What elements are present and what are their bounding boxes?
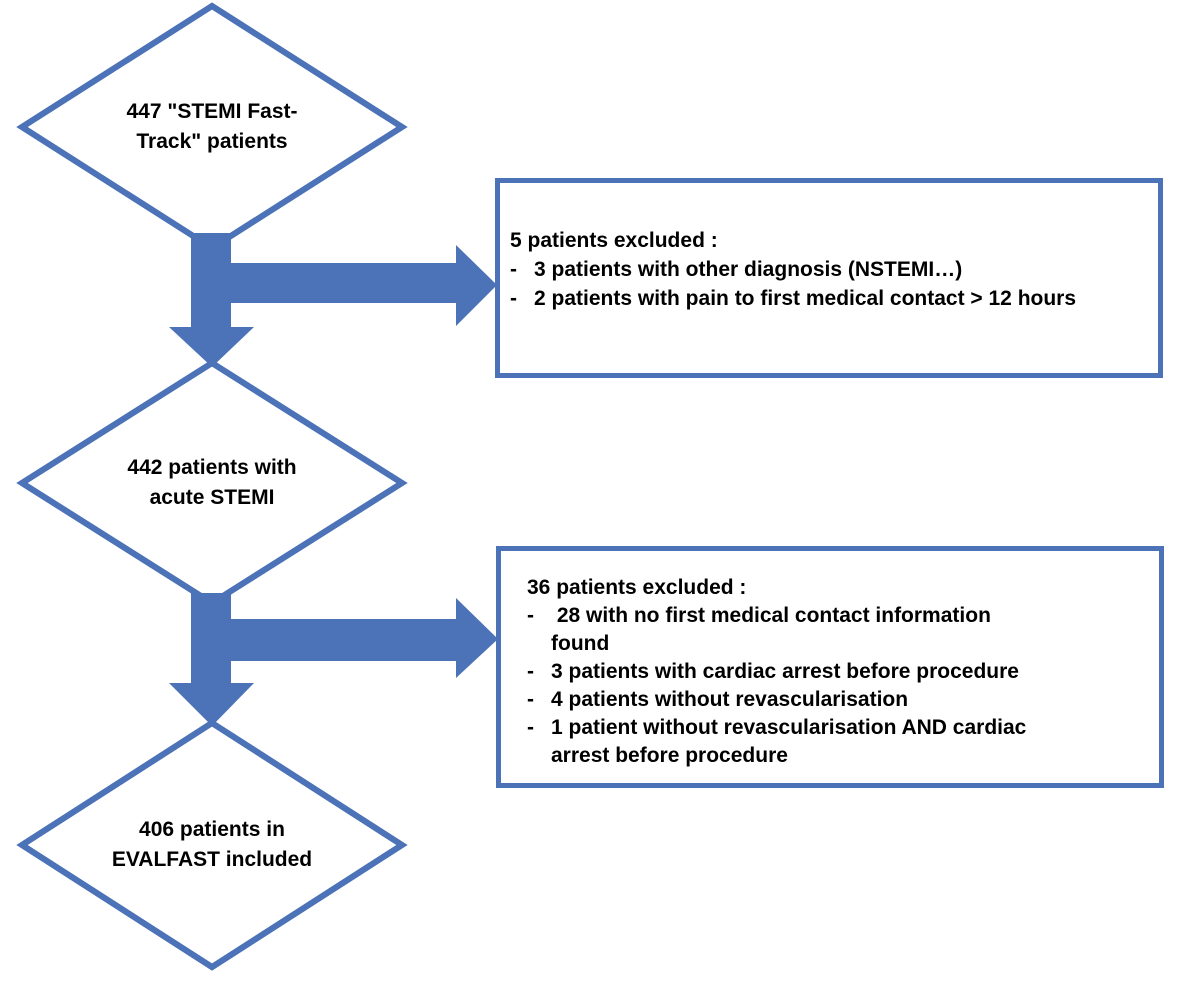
dash-bullet: - bbox=[510, 258, 517, 281]
exclusion-box-1-title: 5 patients excluded : bbox=[510, 229, 718, 252]
down-arrow-1 bbox=[169, 233, 254, 367]
diamond-3-outline bbox=[16, 719, 408, 971]
dash-bullet: - bbox=[527, 604, 534, 627]
exclusion-box-2: 36 patients excluded : - 28 with no firs… bbox=[496, 546, 1164, 788]
exclusion-item-text: 28 with no first medical contact informa… bbox=[551, 604, 991, 655]
dash-bullet: - bbox=[527, 716, 534, 739]
diamond-1-outline bbox=[16, 2, 408, 252]
exclusion-item-text: 4 patients without revascularisation bbox=[551, 688, 909, 711]
exclusion-item-text: 3 patients with cardiac arrest before pr… bbox=[551, 660, 1019, 683]
dash-bullet: - bbox=[527, 660, 534, 683]
exclusion-item-text: 1 patient without revascularisation AND … bbox=[551, 716, 1027, 767]
exclusion-item: - 3 patients with other diagnosis (NSTEM… bbox=[510, 255, 1154, 284]
exclusion-box-2-title: 36 patients excluded : bbox=[527, 576, 747, 599]
diamond-2-outline bbox=[16, 359, 408, 607]
diamond-2-label: 442 patients with acute STEMI bbox=[127, 456, 297, 509]
diamond-1-label: 447 "STEMI Fast- Track" patients bbox=[126, 100, 298, 153]
exclusion-item: - 28 with no first medical contact infor… bbox=[527, 602, 1153, 658]
exclusion-item: - 4 patients without revascularisation bbox=[527, 686, 1153, 714]
diamond-3-label: 406 patients in EVALFAST included bbox=[111, 818, 313, 871]
exclusion-item-text: 2 patients with pain to first medical co… bbox=[534, 287, 1077, 310]
right-arrow-1 bbox=[212, 245, 497, 326]
dash-bullet: - bbox=[510, 287, 517, 310]
exclusion-item: - 3 patients with cardiac arrest before … bbox=[527, 658, 1153, 686]
exclusion-item-text: 3 patients with other diagnosis (NSTEMI…… bbox=[534, 258, 963, 281]
dash-bullet: - bbox=[527, 688, 534, 711]
right-arrow-2 bbox=[212, 598, 498, 678]
exclusion-item: - 1 patient without revascularisation AN… bbox=[527, 714, 1153, 770]
exclusion-box-1: 5 patients excluded : - 3 patients with … bbox=[495, 178, 1163, 378]
down-arrow-2 bbox=[169, 593, 254, 726]
exclusion-item: - 2 patients with pain to first medical … bbox=[510, 284, 1154, 313]
